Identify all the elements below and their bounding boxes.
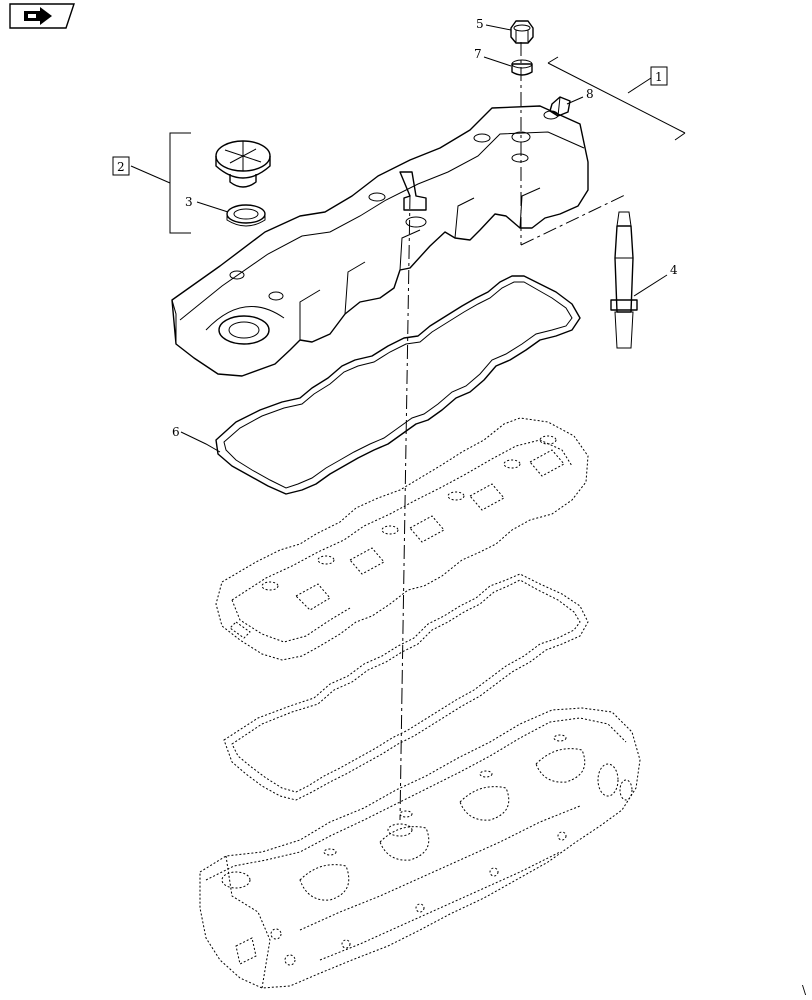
next-page-button[interactable]	[6, 2, 76, 30]
valve-cover-gasket-part	[215, 275, 581, 495]
corner-mark: \	[802, 983, 807, 997]
seal-washer-part	[511, 59, 533, 76]
callout-8-label: 8	[586, 87, 594, 101]
phantom-cylinder-head	[199, 707, 641, 989]
callout-6-label: 6	[172, 425, 180, 439]
callout-1-label: 1	[655, 70, 663, 84]
hex-nut-part	[510, 20, 534, 44]
plug-part	[549, 96, 571, 117]
callout-1-box	[650, 66, 668, 86]
stud-bolt-part	[610, 211, 638, 349]
filler-cap-part	[215, 140, 271, 188]
callout-2-box	[112, 156, 130, 176]
callout-4-label: 4	[670, 263, 678, 277]
callout-5-label: 5	[476, 17, 484, 31]
o-ring-part	[226, 204, 266, 227]
valve-cover-part	[171, 105, 589, 377]
next-page-arrow-icon	[9, 3, 75, 29]
callout-7-label: 7	[474, 47, 482, 61]
phantom-lower-gasket	[223, 573, 589, 801]
phantom-rocker-housing	[215, 417, 589, 661]
callout-leaders	[180, 24, 668, 453]
callout-3-label: 3	[185, 195, 193, 209]
callout-1-bracket	[547, 56, 686, 141]
callout-2-label: 2	[117, 160, 125, 174]
callout-2-bracket	[130, 132, 191, 234]
